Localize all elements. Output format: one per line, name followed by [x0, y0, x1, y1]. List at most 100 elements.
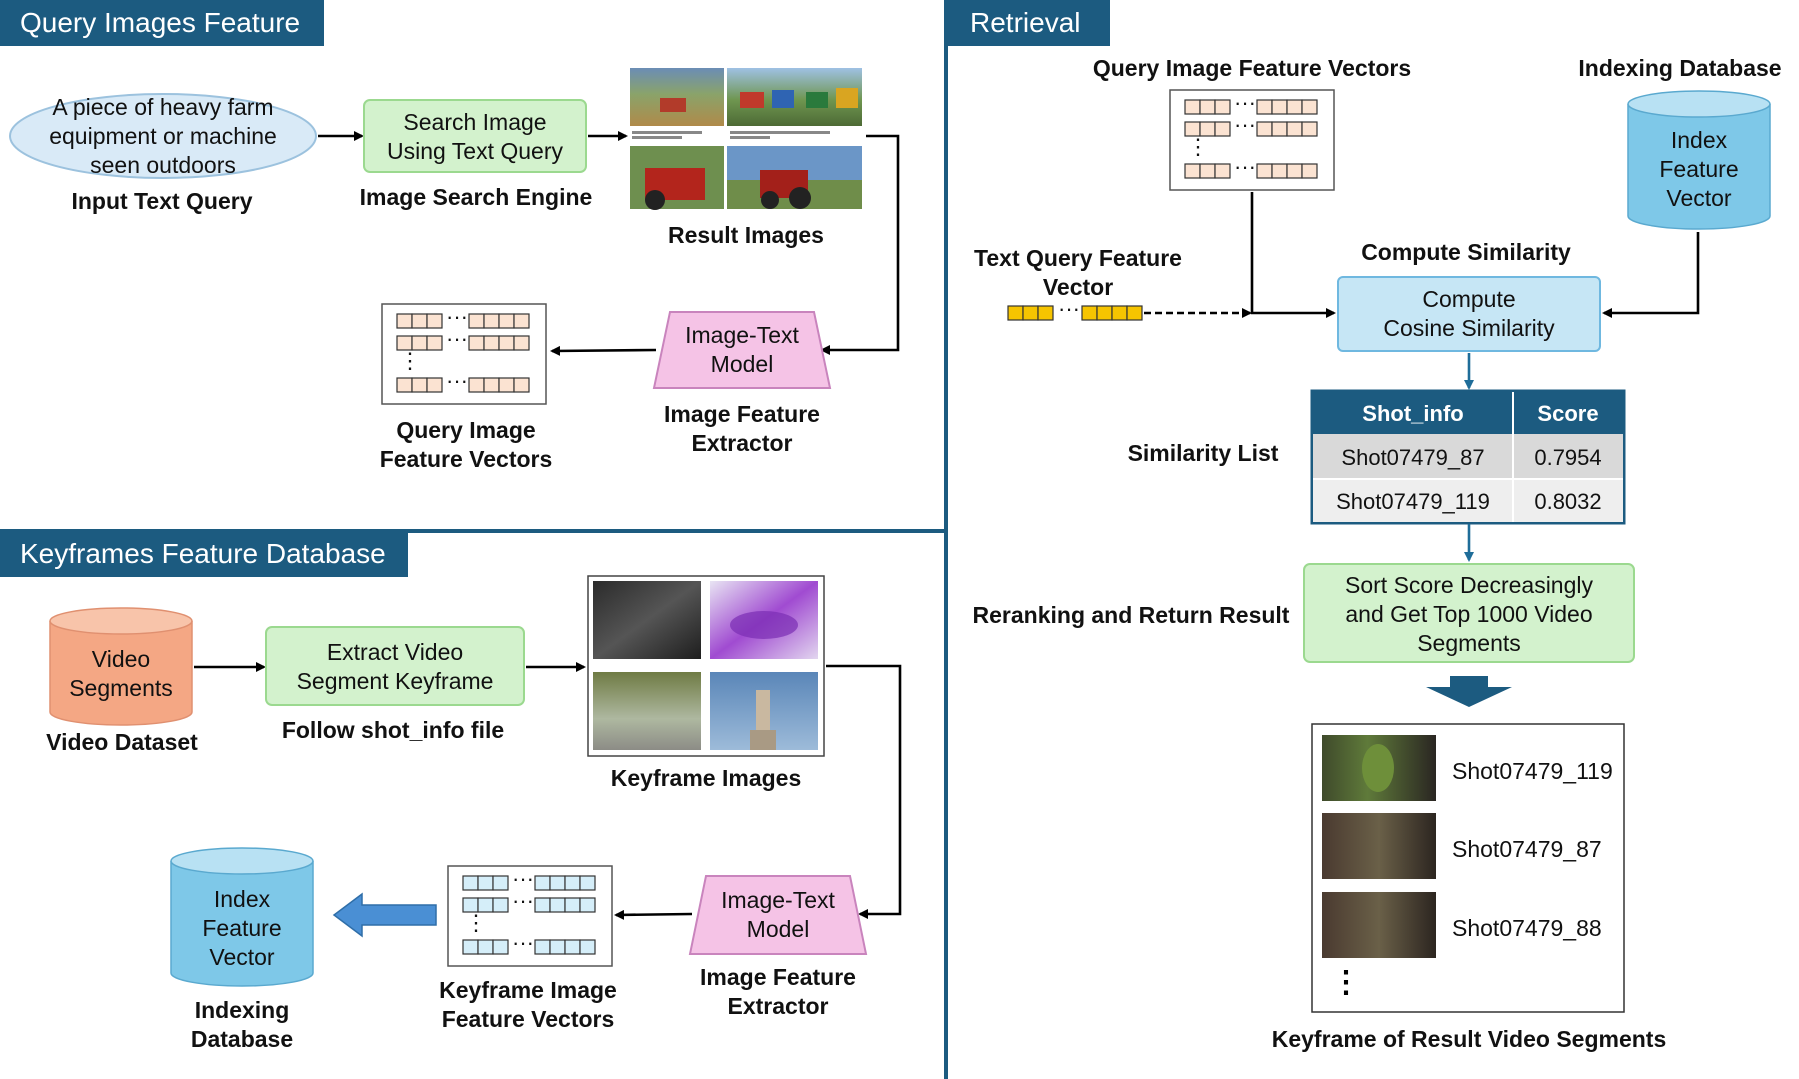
keyframe-image-feature-vectors-label: Keyframe Image	[439, 977, 617, 1003]
svg-text:···: ···	[1234, 112, 1256, 137]
query-image-feature-vectors-title: Query Image Feature Vectors	[1093, 55, 1411, 81]
svg-text:Extract Video: Extract Video	[327, 639, 463, 665]
svg-text:⋮: ⋮	[399, 348, 421, 373]
video-dataset-label: Video Dataset	[46, 729, 198, 755]
svg-text:Query Images Feature: Query Images Feature	[20, 7, 300, 38]
table-row: Shot07479_119 0.8032	[1336, 489, 1602, 514]
svg-text:Extractor: Extractor	[728, 993, 829, 1019]
table-row: Shot07479_87 0.7954	[1341, 445, 1601, 470]
svg-text:Model: Model	[711, 351, 774, 377]
svg-text:Compute: Compute	[1422, 286, 1515, 312]
vector-row: ···	[396, 368, 530, 393]
image-feature-extractor-label-query: Image Feature	[664, 401, 820, 427]
svg-text:Segments: Segments	[69, 675, 173, 701]
svg-text:Extractor: Extractor	[692, 430, 793, 456]
svg-text:Vector: Vector	[1666, 185, 1732, 211]
vector-row: ···	[462, 866, 596, 891]
image-search-engine-box: Search Image Using Text Query	[363, 99, 587, 173]
image-search-engine-label: Image Search Engine	[360, 184, 593, 210]
input-text-query-label: Input Text Query	[71, 188, 252, 214]
svg-text:Shot07479_119: Shot07479_119	[1336, 489, 1490, 514]
svg-text:···: ···	[1234, 90, 1256, 115]
svg-text:Feature: Feature	[202, 915, 281, 941]
sort-score-box: Sort Score Decreasingly and Get Top 1000…	[1303, 563, 1635, 663]
svg-text:⋮: ⋮	[1331, 966, 1361, 999]
vector-row: ···	[396, 304, 530, 329]
indexing-database-label-keyframes: Indexing	[195, 997, 290, 1023]
keyframe-images-label: Keyframe Images	[611, 765, 802, 791]
result-item: Shot07479_87	[1322, 813, 1602, 879]
svg-text:Index: Index	[1671, 127, 1728, 153]
svg-text:···: ···	[446, 326, 468, 351]
svg-text:Sort Score Decreasingly: Sort Score Decreasingly	[1345, 572, 1593, 598]
image-text-model-query: Image-Text Model	[652, 311, 832, 389]
svg-text:···: ···	[1234, 154, 1256, 179]
table-header: Score	[1537, 401, 1598, 426]
svg-text:Shot07479_87: Shot07479_87	[1452, 836, 1602, 862]
svg-text:0.8032: 0.8032	[1534, 489, 1601, 514]
svg-text:Vector: Vector	[209, 944, 275, 970]
video-segments-cylinder: Video Segments	[49, 607, 193, 726]
svg-text:Search Image: Search Image	[403, 109, 546, 135]
svg-text:⋮: ⋮	[465, 910, 487, 935]
vector-row: ···	[462, 930, 596, 955]
svg-text:Feature Vectors: Feature Vectors	[380, 446, 553, 472]
svg-text:Shot07479_87: Shot07479_87	[1341, 445, 1484, 470]
section-header-keyframes: Keyframes Feature Database	[0, 531, 408, 577]
text-query-feature-vector-label: Text Query Feature	[974, 245, 1182, 271]
svg-text:Segment Keyframe: Segment Keyframe	[297, 668, 494, 694]
svg-text:Index: Index	[214, 886, 271, 912]
svg-text:···: ···	[512, 866, 534, 891]
result-images-label: Result Images	[668, 222, 824, 248]
indexing-database-cylinder-retrieval: Index Feature Vector	[1627, 90, 1771, 230]
image-feature-extractor-label-keyframes: Image Feature	[700, 964, 856, 990]
svg-text:···: ···	[446, 304, 468, 329]
text-query-vector: ···	[1007, 296, 1143, 321]
svg-text:Retrieval: Retrieval	[970, 7, 1080, 38]
indexing-database-title: Indexing Database	[1578, 55, 1781, 81]
vector-row: ···	[396, 326, 530, 351]
svg-text:⋮: ⋮	[1187, 134, 1209, 159]
store-arrow	[332, 892, 437, 938]
query-feature-vectors-box: ··· ··· ⋮ ···	[381, 303, 547, 405]
svg-text:Shot07479_88: Shot07479_88	[1452, 915, 1602, 941]
svg-text:seen outdoors: seen outdoors	[90, 152, 236, 178]
vector-row: ···	[1184, 90, 1318, 115]
indexing-database-cylinder-keyframes: Index Feature Vector	[170, 847, 314, 987]
svg-text:Keyframes Feature Database: Keyframes Feature Database	[20, 538, 386, 569]
svg-text:···: ···	[446, 368, 468, 393]
result-images	[630, 68, 862, 210]
svg-text:Shot07479_119: Shot07479_119	[1452, 758, 1613, 784]
svg-text:Segments: Segments	[1417, 630, 1521, 656]
similarity-list-label: Similarity List	[1128, 440, 1279, 466]
svg-text:···: ···	[512, 888, 534, 913]
reranking-label: Reranking and Return Result	[973, 602, 1290, 628]
svg-text:Vector: Vector	[1043, 274, 1113, 300]
compute-similarity-title: Compute Similarity	[1361, 239, 1571, 265]
svg-text:Feature: Feature	[1659, 156, 1738, 182]
svg-text:···: ···	[512, 930, 534, 955]
retrieval-query-vectors-box: ··· ··· ⋮ ···	[1169, 89, 1335, 191]
similarity-table: Shot_info Score Shot07479_87 0.7954 Shot…	[1310, 389, 1626, 525]
svg-text:···: ···	[1058, 296, 1080, 321]
svg-text:Cosine Similarity: Cosine Similarity	[1383, 315, 1555, 341]
svg-text:A piece of heavy farm: A piece of heavy farm	[52, 94, 273, 120]
vector-row: ···	[462, 888, 596, 913]
result-keyframes-box: Shot07479_119 Shot07479_87 Shot07479_88 …	[1311, 723, 1625, 1013]
svg-text:0.7954: 0.7954	[1534, 445, 1601, 470]
svg-text:Feature Vectors: Feature Vectors	[442, 1006, 615, 1032]
keyframe-feature-vectors-box: ··· ··· ⋮ ···	[447, 865, 613, 967]
result-item: Shot07479_88	[1322, 892, 1602, 958]
svg-text:Database: Database	[191, 1026, 293, 1052]
section-header-retrieval: Retrieval	[944, 0, 1110, 46]
follow-shot-info-label: Follow shot_info file	[282, 717, 504, 743]
result-keyframes-label: Keyframe of Result Video Segments	[1272, 1026, 1667, 1052]
input-text-query-ellipse: A piece of heavy farm equipment or machi…	[9, 93, 317, 179]
query-image-feature-vectors-label: Query Image	[396, 417, 535, 443]
compute-cosine-similarity-box: Compute Cosine Similarity	[1337, 276, 1601, 352]
svg-text:Image-Text: Image-Text	[721, 887, 835, 913]
table-header: Shot_info	[1362, 401, 1463, 426]
svg-text:Image-Text: Image-Text	[685, 322, 799, 348]
image-text-model-keyframes: Image-Text Model	[688, 875, 868, 955]
